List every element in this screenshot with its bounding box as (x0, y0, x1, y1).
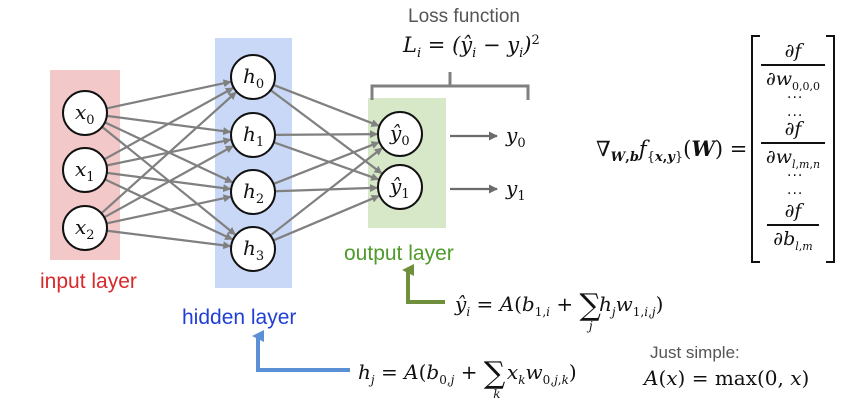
gradient-entry-w000: ∂f∂w0,0,0 (760, 40, 826, 93)
hidden-node-circle (230, 226, 276, 272)
activation-note: Just simple: (650, 343, 740, 362)
input-hidden-edge-0-0 (106, 79, 232, 110)
loss-function-title: Loss function (408, 6, 520, 27)
hidden-output-edge-2-0 (273, 141, 380, 185)
output-layer-label: output layer (344, 242, 454, 265)
hidden-output-edge-3-1 (272, 194, 380, 242)
input-node-circle (62, 147, 108, 193)
target-arrows: y0 y1 (450, 123, 526, 204)
hidden-equation: hj = A(b0,j + ∑k xkw0,j,k) (358, 356, 577, 401)
input-node-circle (62, 90, 108, 136)
input-layer-label: input layer (40, 270, 137, 293)
gradient-bracket-right (826, 35, 835, 263)
output-node-1: ŷ1 (377, 164, 423, 210)
target-label-0: y0 (505, 123, 526, 151)
input-hidden-edge-2-1 (103, 145, 234, 219)
input-node-circle (62, 205, 108, 251)
hidden-node-circle (230, 54, 276, 100)
gradient-lhs: ∇W,bf{x,y}(W) = (596, 136, 748, 166)
hidden-output-edge-0-1 (269, 89, 383, 175)
gradient-dots-3: ··· (787, 168, 804, 184)
hidden-node-1: h1 (230, 112, 276, 158)
input-node-1: x1 (62, 147, 108, 193)
input-hidden-edge-2-0 (100, 91, 237, 215)
target-label-1: y1 (505, 176, 526, 204)
connections (100, 79, 383, 250)
hidden-node-circle (230, 169, 276, 215)
input-hidden-edge-1-0 (103, 87, 234, 161)
gradient-dots-4: ··· (787, 186, 804, 202)
gradient-dots-1: ··· (787, 90, 804, 106)
input-hidden-edge-2-2 (106, 194, 232, 225)
hidden-layer-label: hidden layer (182, 306, 297, 329)
output-equation-arrow (402, 264, 445, 304)
gradient-bracket-left (751, 35, 760, 263)
input-hidden-edge-2-3 (106, 229, 232, 250)
activation-formula: A(x) = max(0, x) (644, 366, 810, 390)
output-equation: ŷi = A(b1,i + ∑j hjw1,i,j) (455, 288, 664, 333)
gradient-entry-wlmn: ∂f∂wl,m,n (760, 118, 826, 171)
hidden-equation-arrow (252, 330, 350, 372)
hidden-output-edge-0-0 (273, 83, 380, 127)
hidden-output-edge-3-0 (269, 147, 383, 237)
loss-bracket (370, 72, 530, 100)
hidden-node-2: h2 (230, 169, 276, 215)
hidden-output-edge-1-0 (274, 130, 379, 139)
loss-formula: Li = (ŷi − yi)2 (403, 33, 540, 62)
input-node-2: x2 (62, 205, 108, 251)
hidden-node-0: h0 (230, 54, 276, 100)
nodes: x0 x1 x2 h0 h1 h2 h3 ŷ0 ŷ1 (62, 54, 423, 272)
hidden-node-3: h3 (230, 226, 276, 272)
input-node-0: x0 (62, 90, 108, 136)
hidden-node-circle (230, 112, 276, 158)
gradient-entry-blm: ∂f∂bl,m (760, 200, 826, 253)
output-node-0: ŷ0 (377, 111, 423, 157)
output-node-circle (377, 111, 423, 157)
output-node-circle (377, 164, 423, 210)
hidden-output-edge-2-1 (274, 184, 379, 193)
gradient-dots-2: ··· (787, 108, 804, 124)
hidden-output-edge-1-1 (273, 141, 380, 181)
